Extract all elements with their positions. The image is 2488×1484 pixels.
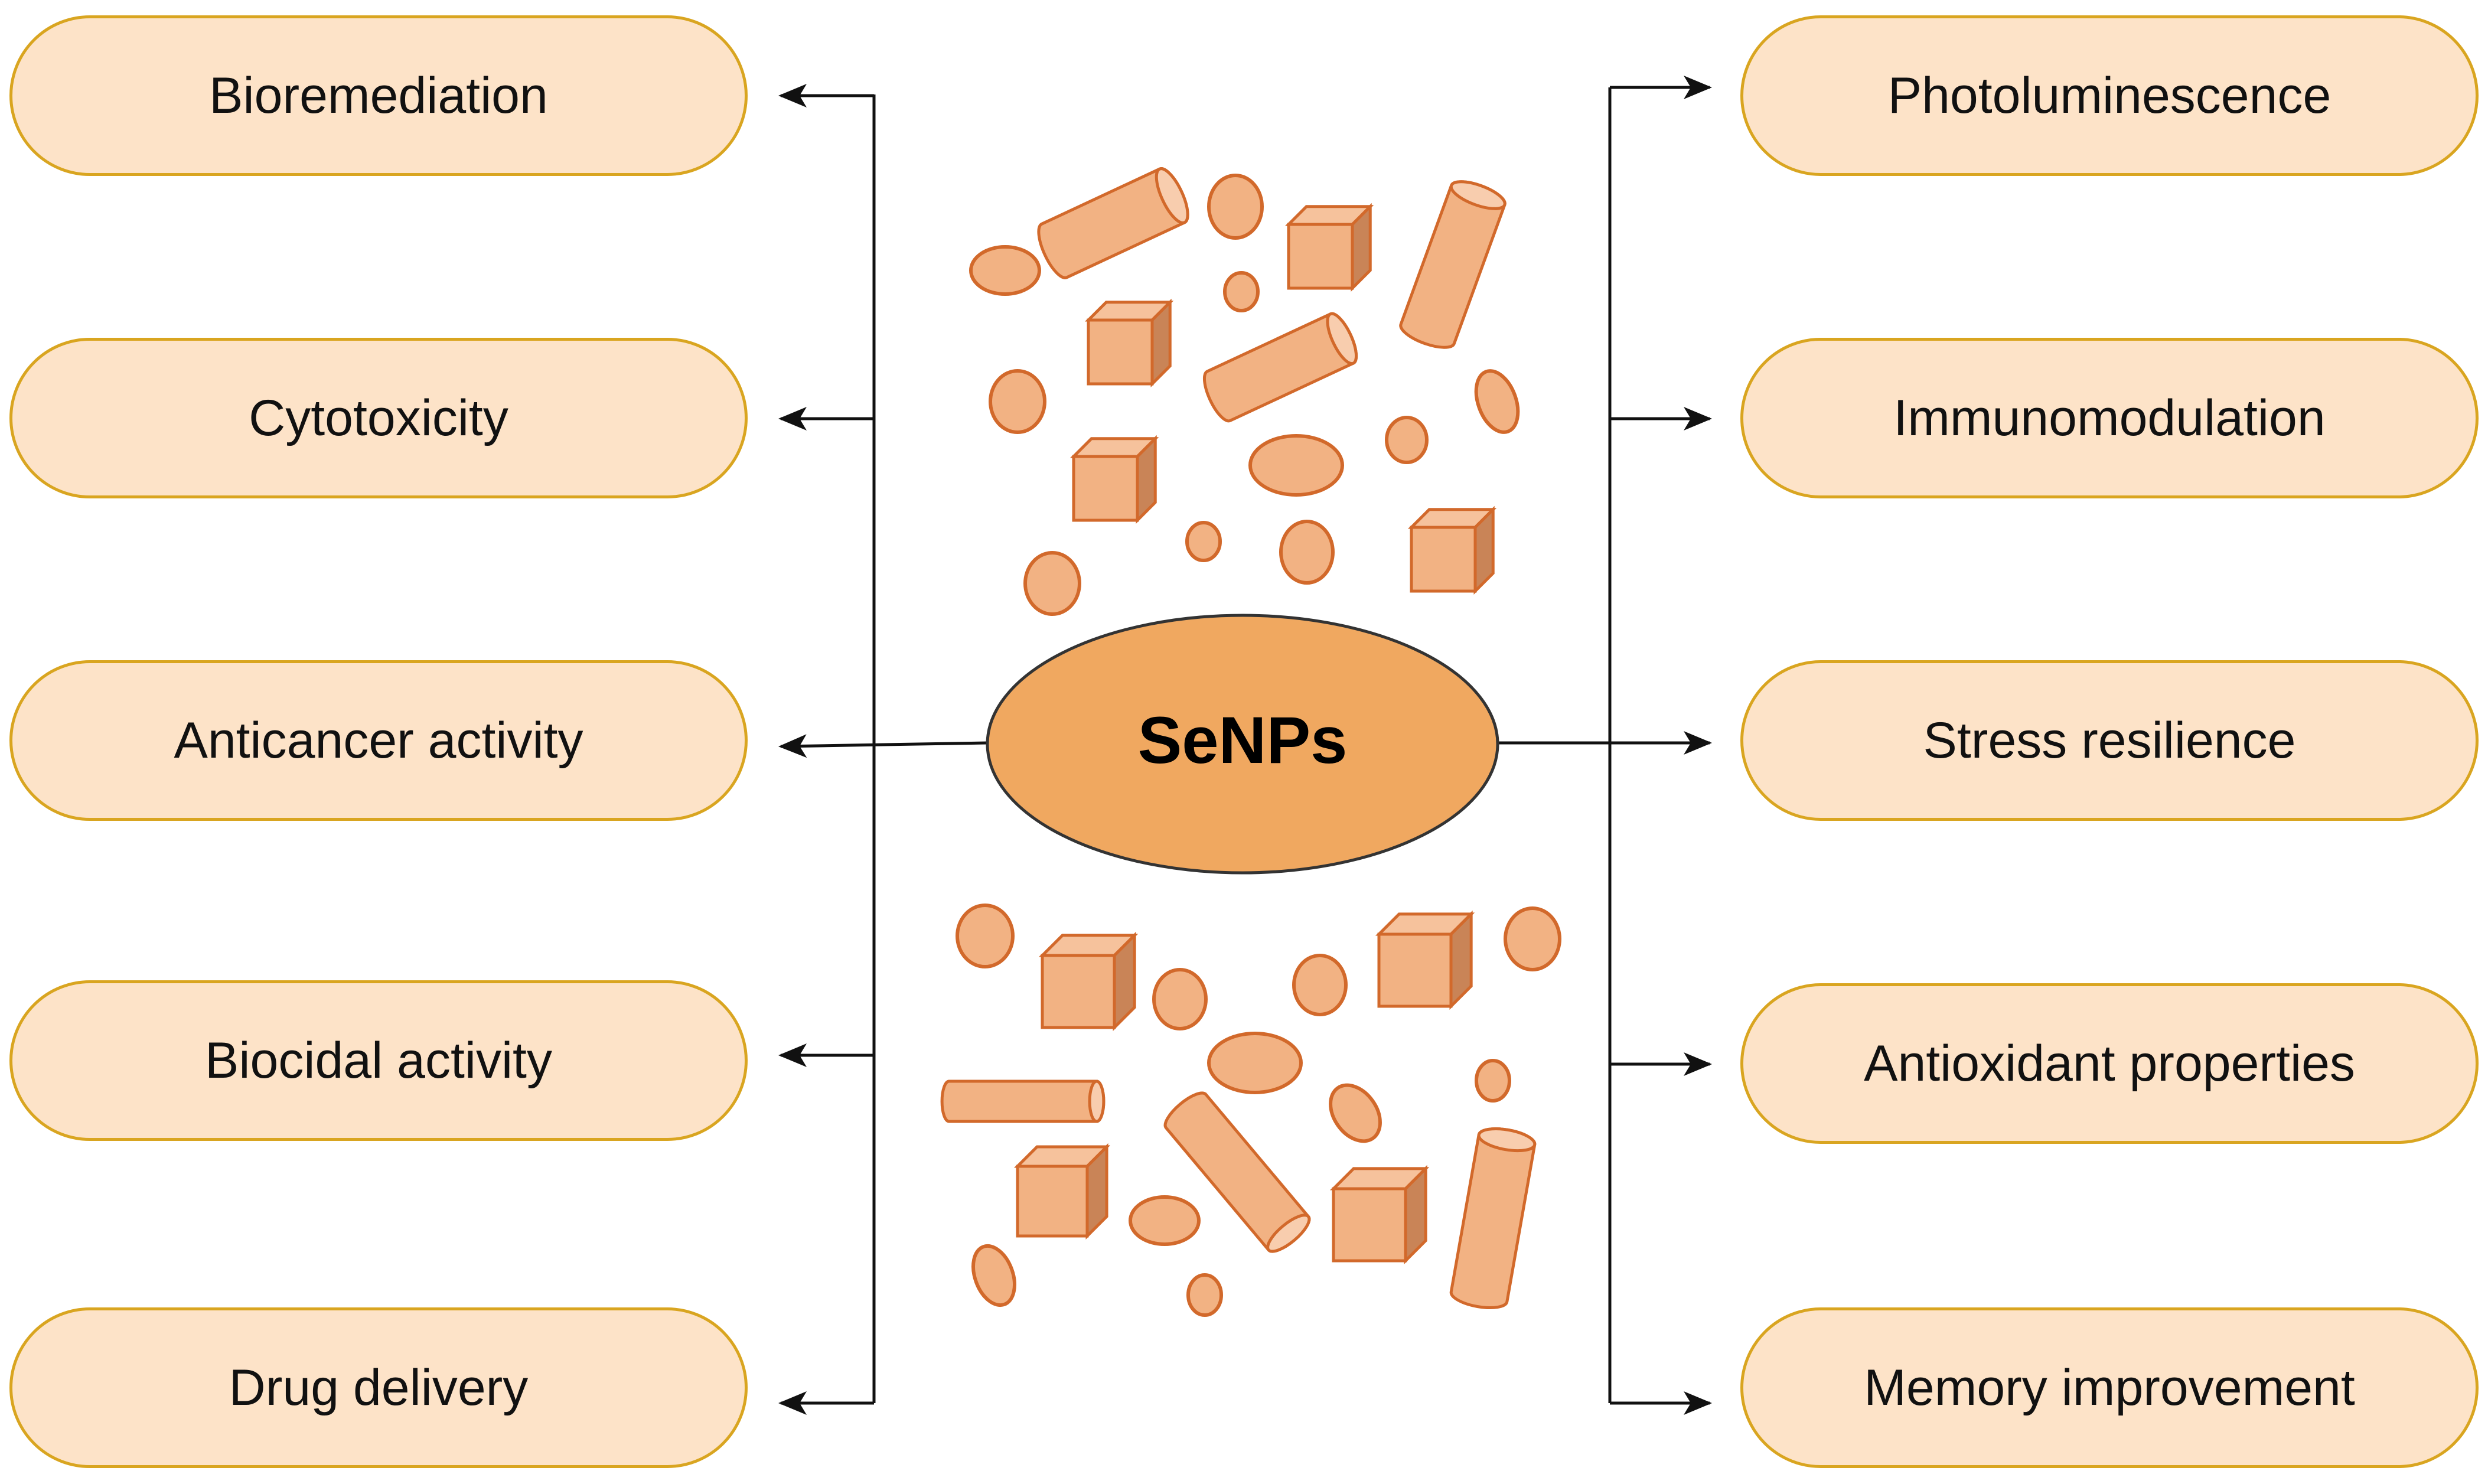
cube-particle-icon — [1284, 203, 1374, 292]
box-label: Drug delivery — [229, 1359, 529, 1416]
box-label: Photoluminescence — [1887, 67, 2332, 124]
sphere-particle-icon — [1292, 954, 1348, 1016]
box-bioremediation: Bioremediation — [9, 15, 748, 176]
box-label: Stress resilience — [1923, 712, 2296, 769]
cube-particle-icon — [1407, 505, 1497, 595]
box-label: Immunomodulation — [1893, 389, 2326, 446]
center-ellipse — [986, 614, 1499, 875]
cube-particle-icon — [1084, 298, 1174, 388]
ellipse-particle-icon — [1474, 369, 1520, 434]
sphere-particle-icon — [1207, 174, 1264, 240]
ellipse-particle-icon — [971, 1244, 1016, 1307]
nanoparticle-cluster — [940, 167, 1561, 1317]
box-label: Biocidal activity — [205, 1032, 552, 1089]
cylinder-particle-icon — [1399, 180, 1507, 349]
sphere-particle-icon — [1023, 551, 1081, 616]
sphere-particle-icon — [1385, 416, 1429, 464]
box-anticancer-activity: Anticancer activity — [9, 660, 748, 821]
cylinder-particle-icon — [1449, 1127, 1537, 1309]
box-label: Antioxidant properties — [1864, 1035, 2355, 1092]
box-label: Bioremediation — [209, 67, 548, 124]
sphere-particle-icon — [1152, 968, 1208, 1030]
cube-particle-icon — [1329, 1165, 1430, 1265]
arrow-to-anticancer — [778, 734, 988, 758]
sphere-particle-icon — [956, 904, 1015, 968]
cube-particle-icon — [1375, 910, 1475, 1010]
sphere-particle-icon — [1475, 1059, 1511, 1103]
box-label: Anticancer activity — [174, 712, 583, 769]
ellipse-particle-icon — [1248, 434, 1344, 497]
cylinder-particle-icon — [1163, 1091, 1311, 1253]
box-label: Memory improvement — [1864, 1359, 2355, 1416]
center-label: SeNPs — [1138, 703, 1348, 777]
box-biocidal-activity: Biocidal activity — [9, 980, 748, 1141]
sphere-particle-icon — [1504, 906, 1561, 971]
ellipse-particle-icon — [1329, 1083, 1382, 1143]
box-cytotoxicity: Cytotoxicity — [9, 338, 748, 498]
box-photoluminescence: Photoluminescence — [1740, 15, 2479, 176]
ellipse-particle-icon — [969, 245, 1041, 296]
sphere-particle-icon — [989, 369, 1046, 434]
box-label: Cytotoxicity — [249, 389, 508, 446]
box-stress-resilience: Stress resilience — [1740, 660, 2479, 821]
ellipse-particle-icon — [1207, 1032, 1303, 1094]
sphere-particle-icon — [1279, 520, 1335, 585]
cylinder-particle-icon — [940, 1079, 1106, 1123]
box-drug-delivery: Drug delivery — [9, 1307, 748, 1468]
center-node: SeNPs — [986, 614, 1499, 875]
left-connector-group — [778, 84, 988, 1415]
cube-particle-icon — [1038, 931, 1139, 1032]
sphere-particle-icon — [1223, 271, 1260, 312]
ellipse-particle-icon — [1129, 1195, 1201, 1246]
sphere-particle-icon — [1185, 521, 1222, 562]
cube-particle-icon — [1069, 435, 1159, 524]
cube-particle-icon — [1013, 1143, 1111, 1240]
box-memory-improvement: Memory improvement — [1740, 1307, 2479, 1468]
cylinder-particle-icon — [1202, 312, 1358, 423]
box-antioxidant-properties: Antioxidant properties — [1740, 983, 2479, 1144]
cylinder-particle-icon — [1037, 167, 1189, 279]
sphere-particle-icon — [1186, 1273, 1223, 1317]
right-connector-group — [1498, 76, 1712, 1415]
box-immunomodulation: Immunomodulation — [1740, 338, 2479, 498]
